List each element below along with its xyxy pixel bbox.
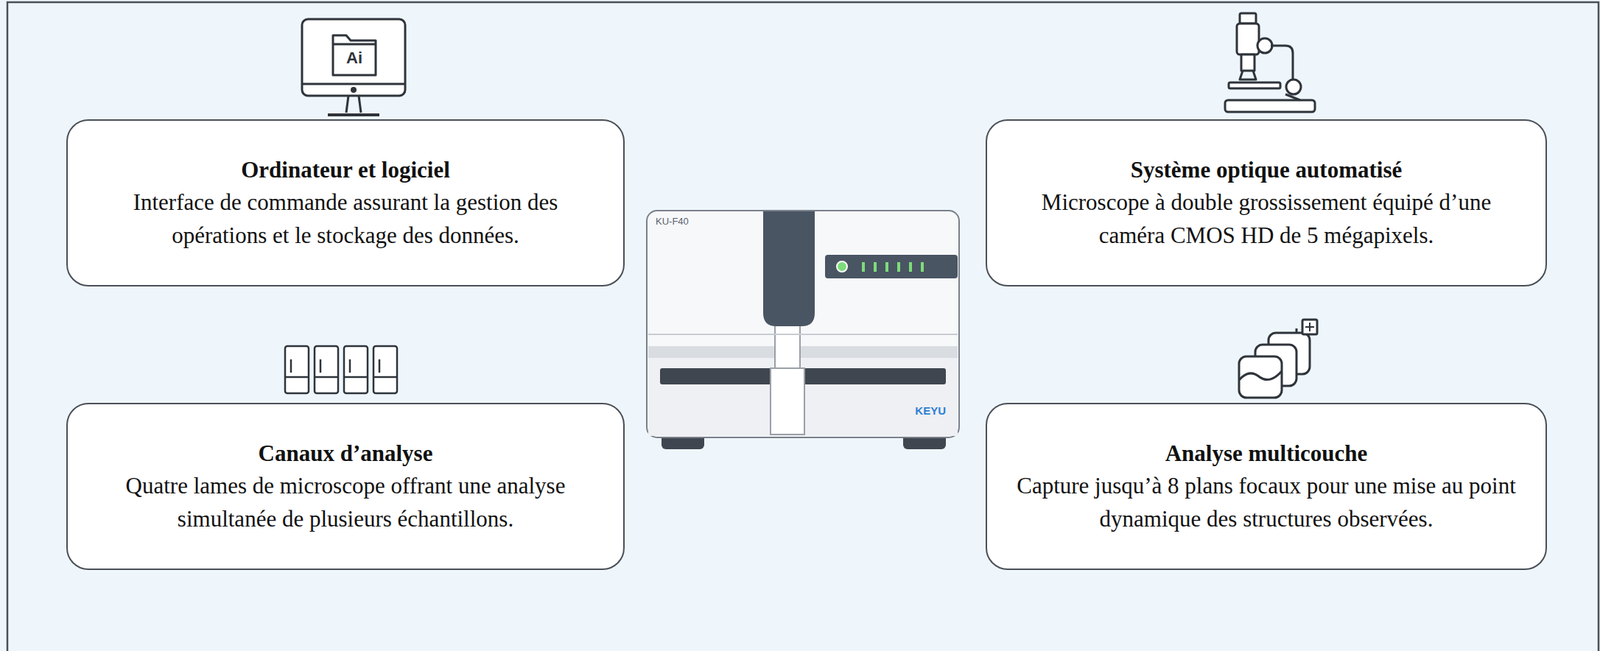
box-body: Microscope à double grossissement équipé… [1012,186,1521,252]
monitor-icon [302,19,406,115]
box-heading: Analyse multicouche [1165,437,1368,470]
feature-box: Système optique automatiséMicroscope à d… [985,119,1547,287]
slides-icon [285,346,398,394]
icon-label: Ai [346,48,363,68]
feature-box: Canaux d’analyseQuatre lames de microsco… [66,402,625,571]
box-heading: Canaux d’analyse [258,437,434,470]
feature-box: Ordinateur et logicielInterface de comma… [66,119,625,287]
box-heading: Système optique automatisé [1130,153,1403,187]
box-heading: Ordinateur et logiciel [240,153,451,187]
box-body: Capture jusqu’à 8 plans focaux pour une … [1012,469,1521,535]
microscope-icon [1225,13,1315,112]
box-body: Interface de commande assurant la gestio… [92,186,599,252]
analyser-device [646,210,960,450]
brand-label: KEYU [914,404,946,417]
layers-icon [1239,319,1318,398]
feature-box: Analyse multicoucheCapture jusqu’à 8 pla… [985,402,1547,571]
box-body: Quatre lames de microscope offrant une a… [92,469,599,535]
frame [7,2,1599,651]
model-label: KU-F40 [655,215,689,227]
